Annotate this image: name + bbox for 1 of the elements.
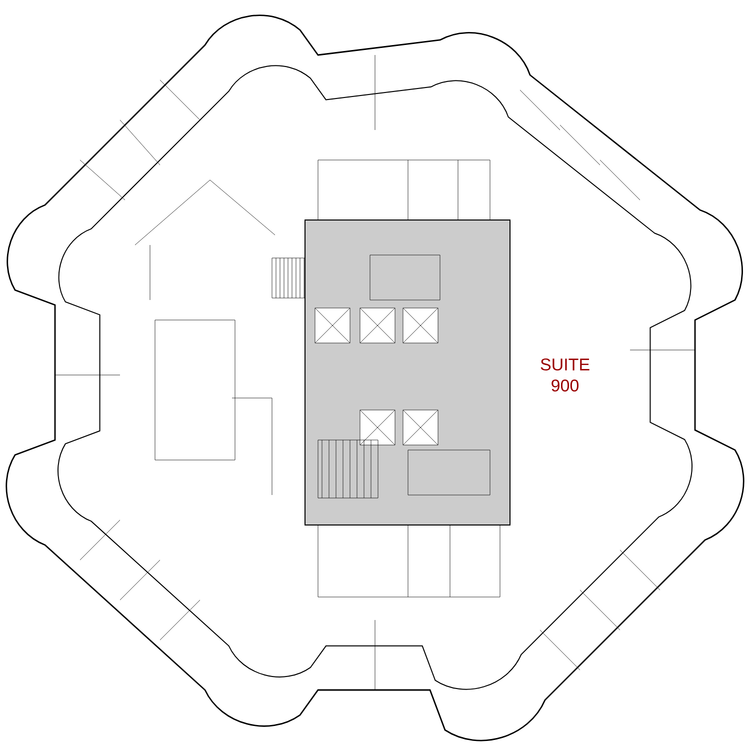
suite-label: SUITE 900 [540, 358, 590, 392]
